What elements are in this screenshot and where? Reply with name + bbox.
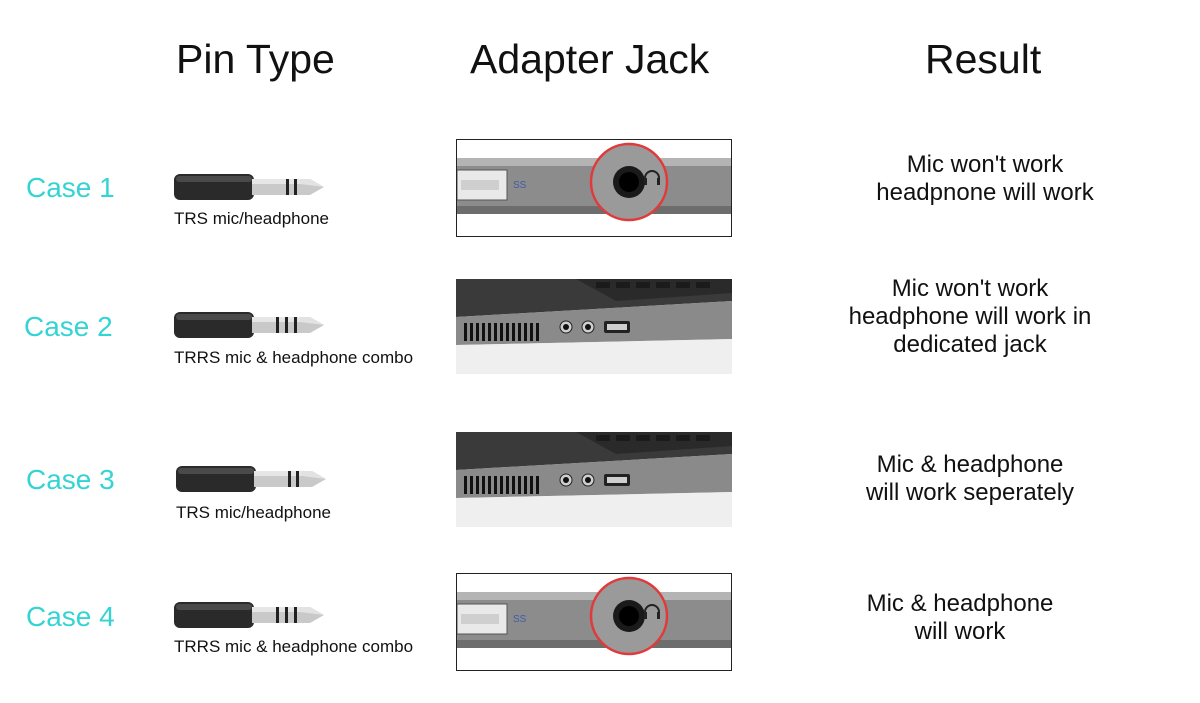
case-1-result: Mic won't work headpnone will work: [860, 151, 1110, 207]
case-4-pin-caption: TRRS mic & headphone combo: [174, 637, 414, 656]
case-3-label: Case 3: [26, 464, 115, 495]
case-1-label: Case 1: [26, 172, 115, 203]
case-3-pin-caption: TRS mic/headphone: [176, 503, 331, 522]
case-4-label: Case 4: [26, 601, 115, 632]
case-4-result: Mic & headphone will work: [835, 590, 1085, 646]
laptop-side-jacks-photo: [456, 279, 732, 374]
trrs-plug-icon: [174, 602, 324, 628]
ss-usb-logo: SS: [513, 180, 527, 191]
result-line: Mic & headphone: [866, 590, 1054, 617]
trrs-plug-icon: [174, 312, 324, 338]
result-line: will work seperately: [865, 479, 1075, 506]
combo-jack-closeup: SS: [456, 573, 732, 671]
result-line: Mic won't work: [891, 275, 1049, 302]
result-line: headpnone will work: [876, 179, 1094, 206]
case-2-result: Mic won't work headphone will work in de…: [840, 275, 1100, 359]
laptop-side-jacks-photo: [456, 432, 732, 527]
result-line: headphone will work in: [848, 303, 1092, 330]
header-pin-type: Pin Type: [176, 36, 335, 82]
case-2-pin-caption: TRRS mic & headphone combo: [174, 348, 414, 367]
result-line: Mic & headphone: [876, 451, 1064, 478]
header-adapter-jack: Adapter Jack: [470, 36, 710, 82]
result-line: Mic won't work: [906, 151, 1064, 178]
case-2-label: Case 2: [24, 311, 113, 342]
header-result: Result: [925, 36, 1042, 82]
trs-plug-icon: [174, 174, 324, 200]
trs-plug-icon: [176, 466, 326, 492]
ss-usb-logo: SS: [513, 614, 527, 625]
case-3-result: Mic & headphone will work seperately: [845, 451, 1095, 507]
result-line: will work: [914, 618, 1006, 645]
case-1-pin-caption: TRS mic/headphone: [174, 209, 329, 228]
result-line: dedicated jack: [893, 331, 1047, 358]
combo-jack-closeup: SS: [456, 139, 732, 237]
